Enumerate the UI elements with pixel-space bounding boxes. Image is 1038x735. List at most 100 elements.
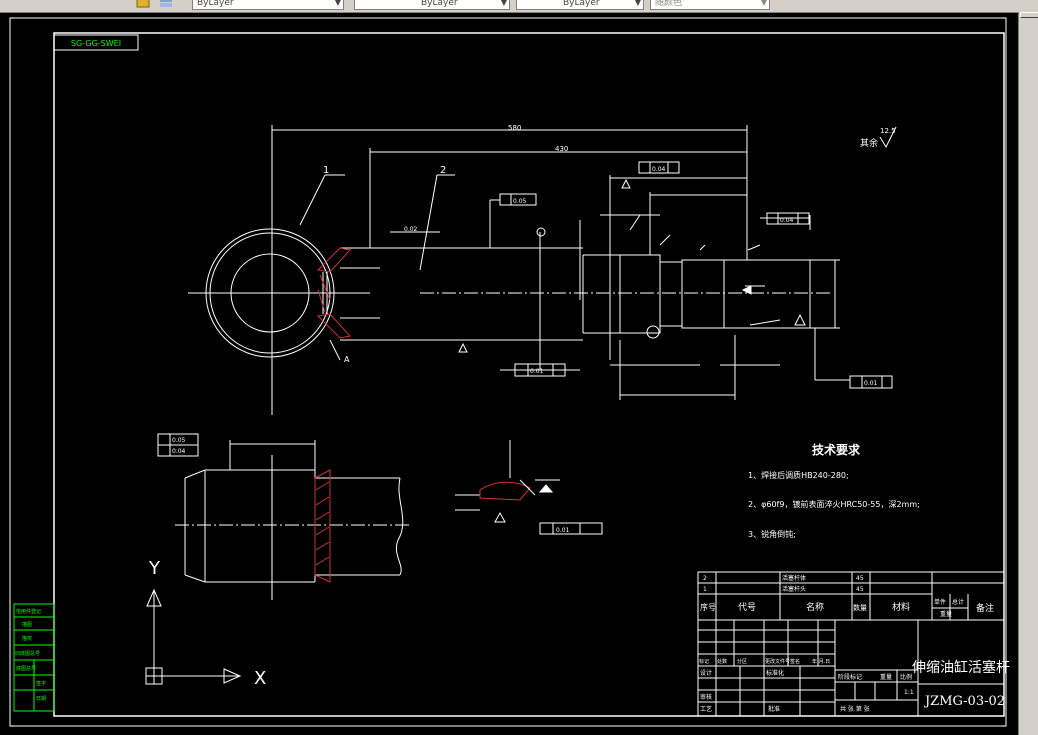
svg-text:签名: 签名 [790, 658, 800, 665]
tol-frame-runout-2 [766, 212, 810, 225]
svg-text:备注: 备注 [976, 602, 994, 614]
drawing-number: JZMG-03-02 [923, 694, 1005, 709]
axis-x-label: X [254, 668, 266, 689]
svg-text:2: 2 [703, 575, 707, 582]
tol-frame-parallel [499, 193, 537, 206]
svg-text:处数: 处数 [717, 658, 727, 665]
svg-text:0.04: 0.04 [172, 448, 186, 455]
tol-flat: 0.02 [404, 226, 418, 233]
svg-text:年.月.日: 年.月.日 [812, 658, 830, 665]
tech-requirements: 技术要求 1、焊接后调质HB240-280; 2、φ60f9，镀前表面淬火HRC… [748, 442, 920, 539]
svg-text:借用件登记: 借用件登记 [16, 608, 41, 615]
tol-parallel: 0.05 [513, 198, 527, 205]
svg-text:数量: 数量 [853, 603, 867, 612]
svg-text:1: 1 [703, 586, 707, 593]
dim-rod: 430 [555, 145, 568, 153]
svg-text:日期: 日期 [36, 696, 46, 702]
linetype-combo[interactable]: ByLayer ▼ [354, 0, 510, 10]
svg-text:旧底图总号: 旧底图总号 [15, 650, 40, 657]
svg-text:描校: 描校 [22, 635, 32, 642]
tol-runout-2: 0.04 [780, 217, 794, 224]
frame-tag-box [53, 34, 139, 51]
title-block-grid [697, 571, 1005, 717]
tol-frame-cyl-2 [849, 375, 893, 389]
lineweight-combo-value: ByLayer [563, 0, 600, 8]
svg-text:描图: 描图 [22, 621, 32, 628]
svg-text:单件: 单件 [934, 598, 946, 606]
svg-text:设计: 设计 [700, 669, 712, 677]
plotstyle-combo-value: 随颜色 [655, 0, 683, 8]
svg-text:比例: 比例 [900, 673, 912, 681]
tech-note-2: 2、φ60f9，镀前表面淬火HRC50-55，深2mm; [748, 499, 920, 509]
svg-text:更改文件号: 更改文件号 [765, 658, 790, 665]
tech-note-1: 1、焊接后调质HB240-280; [748, 470, 849, 480]
properties-toolbar: ByLayer ▼ ByLayer ▼ ByLayer ▼ 随颜色 ▼ [0, 0, 1038, 13]
frame-tag: SG-GG-SWEI [71, 39, 121, 48]
color-combo-value: ByLayer [197, 0, 234, 8]
sheet-inner-border [53, 32, 1005, 717]
main-view-labels: 580 430 其余 12.5 1 2 A 0.05 0.04 0.04 0.0… [323, 124, 897, 387]
chevron-down-icon[interactable]: ▼ [634, 0, 641, 7]
detail-view-2 [455, 440, 603, 535]
svg-text:45: 45 [856, 586, 864, 593]
svg-text:共 张 第 张: 共 张 第 张 [840, 705, 870, 713]
ucs-icon [145, 588, 242, 685]
detail-hatch-1 [314, 469, 331, 583]
tol-cyl-2: 0.01 [864, 380, 878, 387]
drawing-title: 伸缩油缸活塞杆 [912, 659, 1010, 676]
svg-text:阶段标记: 阶段标记 [838, 673, 862, 681]
scroll-up-button[interactable] [1020, 12, 1038, 18]
axis-y-label: Y [148, 558, 161, 579]
svg-text:审核: 审核 [700, 693, 712, 701]
tol-runout: 0.04 [652, 166, 666, 173]
lineweight-combo[interactable]: ByLayer ▼ [516, 0, 644, 10]
part-callout-1: 1 [323, 165, 329, 176]
main-view [188, 125, 893, 415]
side-table [13, 603, 55, 712]
sheet-outer-border [9, 17, 1007, 727]
svg-text:标准化: 标准化 [766, 669, 784, 677]
svg-text:活塞杆头: 活塞杆头 [782, 585, 806, 593]
side-table-labels: 借用件登记 描图 描校 旧底图总号 底图总号 签字 日期 [15, 608, 46, 702]
color-combo[interactable]: ByLayer ▼ [192, 0, 344, 10]
svg-text:材料: 材料 [892, 601, 910, 613]
svg-text:45: 45 [856, 575, 864, 582]
svg-text:标记: 标记 [699, 658, 709, 665]
tech-title: 技术要求 [812, 442, 861, 457]
cad-drawing-canvas[interactable]: SG-GG-SWEI [0, 12, 1038, 735]
svg-text:活塞杆体: 活塞杆体 [782, 574, 806, 582]
svg-text:重量: 重量 [880, 673, 892, 681]
svg-text:签字: 签字 [36, 680, 46, 687]
detail-view-1 [157, 433, 410, 600]
svg-text:1:1: 1:1 [904, 689, 914, 696]
tol-frame-cyl [514, 363, 566, 377]
svg-text:名称: 名称 [806, 601, 824, 613]
datum-a: A [344, 355, 350, 364]
linetype-combo-value: ByLayer [421, 0, 458, 8]
vertical-scrollbar[interactable] [1018, 12, 1038, 735]
svg-text:批准: 批准 [768, 705, 780, 713]
chevron-down-icon[interactable]: ▼ [500, 0, 507, 7]
tol-frame-runout [638, 161, 680, 174]
layer-icon[interactable] [136, 0, 150, 10]
chevron-down-icon[interactable]: ▼ [334, 0, 341, 7]
weld-hatch [316, 247, 351, 339]
svg-text:序号: 序号 [700, 602, 716, 612]
svg-text:底图总号: 底图总号 [16, 665, 36, 672]
chevron-down-icon[interactable]: ▼ [760, 0, 767, 7]
tol-cyl: 0.01 [530, 368, 544, 375]
tech-note-3: 3、锐角倒钝; [748, 529, 796, 539]
surface-label: 其余 [860, 137, 878, 149]
svg-text:工艺: 工艺 [700, 705, 712, 713]
svg-text:0.05: 0.05 [172, 437, 186, 444]
plotstyle-combo[interactable]: 随颜色 ▼ [650, 0, 770, 10]
layer-stack-icon[interactable] [159, 0, 173, 10]
svg-text:0.01: 0.01 [556, 527, 570, 534]
part-callout-2: 2 [440, 165, 446, 176]
roughness-main: 12.5 [880, 127, 896, 135]
svg-text:重量: 重量 [940, 610, 952, 618]
svg-text:总计: 总计 [952, 598, 964, 606]
svg-text:代号: 代号 [738, 602, 756, 613]
title-block-text: 2 活塞杆体 45 1 活塞杆头 45 序号 代号 名称 数量 材料 单件 总计… [699, 574, 994, 713]
svg-text:分区: 分区 [737, 658, 747, 665]
